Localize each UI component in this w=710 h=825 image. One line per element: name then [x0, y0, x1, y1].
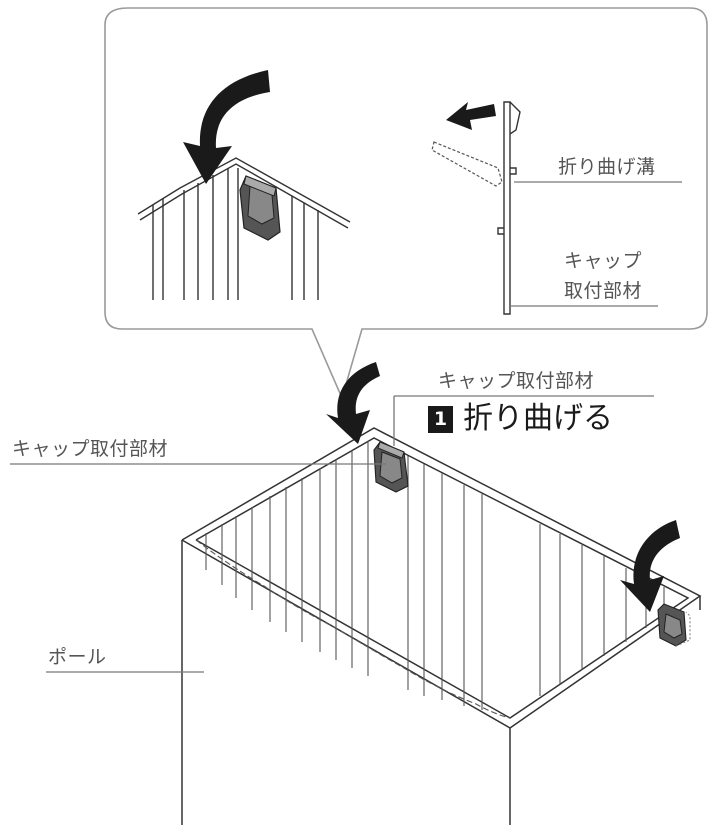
fold-arrow-main-right — [620, 520, 680, 612]
step-text: 折り曲げる — [463, 401, 613, 436]
pole-body — [181, 427, 702, 825]
cap-clip-main-right — [657, 603, 691, 647]
pole-inner-ribs — [205, 441, 665, 710]
cap-part-detail-label-line2: 取付部材 — [563, 280, 642, 302]
cap-part-right-label: キャップ取付部材 — [438, 370, 595, 392]
pole-inner-bottom-edge — [195, 539, 511, 719]
detail-fold-arrow — [183, 70, 270, 184]
callout-bubble — [104, 7, 708, 401]
cap-part-detail-label-line1: キャップ — [563, 250, 642, 272]
step-instruction: 1 折り曲げる — [428, 402, 613, 436]
groove-label: 折り曲げ溝 — [558, 156, 656, 178]
folded-part-dashed — [431, 141, 503, 187]
detail-pole-corner — [137, 157, 351, 300]
step-number-badge: 1 — [428, 405, 453, 433]
detail-cap-clip — [239, 175, 281, 241]
cap-clip-main-left — [373, 441, 409, 493]
fold-arrow-main-left — [326, 362, 380, 444]
cross-section-view — [497, 101, 521, 315]
pole-label: ポール — [48, 646, 107, 668]
cap-part-left-label: キャップ取付部材 — [12, 438, 169, 460]
small-fold-arrow — [446, 102, 496, 130]
